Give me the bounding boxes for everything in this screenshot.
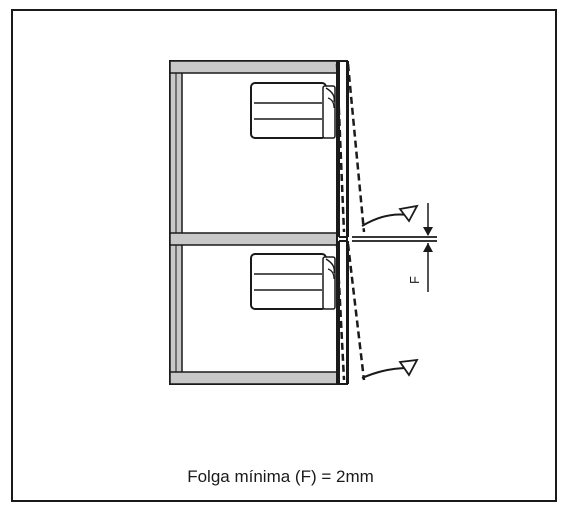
upper-door [335,60,366,238]
top-panel [169,60,338,74]
upper-hinge [250,82,336,139]
lower-door [335,240,366,385]
dimension-label: F [407,276,422,284]
middle-shelf [169,232,338,246]
arrow-open-door-icon [361,204,419,227]
upper-door-open-inner-dashed [335,63,346,233]
lower-door-open-outer-dashed [346,243,366,381]
lower-door-open-inner-dashed [335,243,346,381]
diagram-caption: Folga mínima (F) = 2mm [187,467,374,486]
bottom-panel [169,371,338,385]
gap-dimension: F [352,203,437,292]
lower-hinge [250,253,336,310]
upper-door-open-outer-dashed [346,63,366,233]
arrow-open-door-icon [361,358,419,379]
